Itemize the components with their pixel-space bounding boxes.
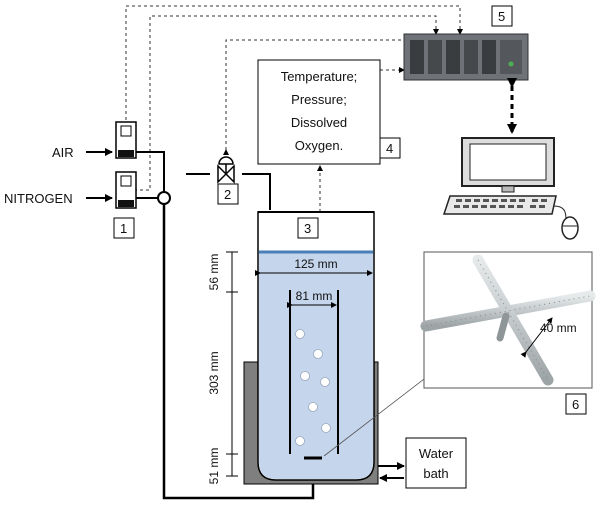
label-6: 6	[572, 397, 579, 412]
gas-bubbles	[295, 329, 331, 446]
inner-diameter-label: 81 mm	[296, 289, 333, 303]
signal-lines	[125, 5, 463, 212]
air-label: AIR	[52, 145, 74, 160]
outer-diameter-label: 125 mm	[294, 257, 337, 271]
label-5: 5	[498, 9, 505, 24]
label-2: 2	[224, 187, 231, 202]
bottom-height-label: 51 mm	[207, 448, 221, 485]
top-height-label: 56 mm	[207, 254, 221, 291]
computer-icon	[442, 137, 579, 240]
sparger-length-label: 40 mm	[540, 321, 577, 335]
gas-supply: AIR NITROGEN 1	[4, 121, 315, 500]
liquid-column	[259, 252, 373, 479]
water-bath-line-2: bath	[423, 466, 448, 481]
sensor-box: Temperature; Pressure; Dissolved Oxygen.…	[257, 59, 401, 165]
label-3: 3	[304, 221, 311, 236]
label-1: 1	[120, 221, 127, 236]
data-logger: 5	[403, 5, 529, 81]
sparger-inset: 40 mm 6	[420, 251, 596, 415]
nitrogen-flowmeter	[115, 171, 137, 209]
middle-height-label: 303 mm	[207, 351, 221, 394]
mixing-junction	[157, 191, 171, 205]
sensor-line-3: Dissolved	[291, 115, 347, 130]
dimension-annotations	[226, 251, 373, 477]
nitrogen-label: NITROGEN	[4, 191, 73, 206]
label-4: 4	[386, 141, 393, 156]
sensor-line-2: Pressure;	[291, 92, 347, 107]
water-bath-line-1: Water	[419, 446, 454, 461]
sensor-line-1: Temperature;	[281, 69, 358, 84]
bioreactor: 3	[243, 211, 379, 485]
sensor-line-4: Oxygen.	[295, 138, 343, 153]
air-flowmeter	[115, 121, 137, 159]
pressure-valve: 2	[186, 156, 271, 210]
